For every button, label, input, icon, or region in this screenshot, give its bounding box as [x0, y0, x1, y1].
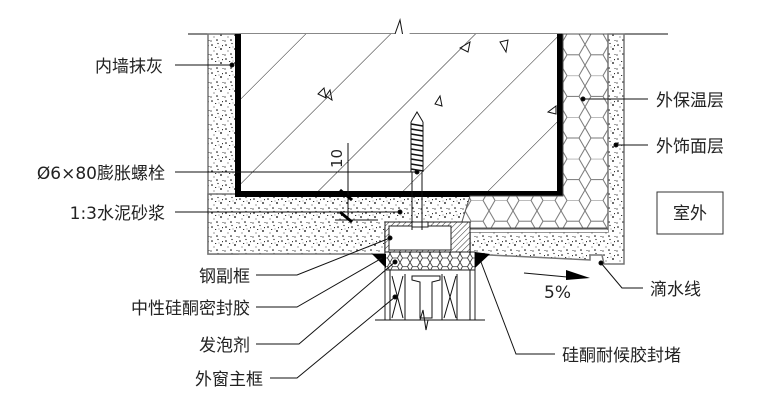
leader-lines-right: [480, 96, 648, 355]
sill-mortar: [470, 230, 608, 232]
label-cement-mortar: 1:3水泥砂浆: [70, 204, 165, 224]
leader-lines-left: [175, 62, 420, 379]
neutral-silicone-sealant: [372, 254, 386, 268]
label-inner-plaster: 内墙抹灰: [95, 57, 163, 77]
label-ext-finish: 外饰面层: [656, 137, 724, 157]
concrete-outline: [235, 34, 563, 197]
outdoor-tag-text: 室外: [673, 204, 707, 224]
foam-layer: [384, 251, 476, 271]
outdoor-tag: 室外: [656, 191, 724, 235]
window-main-frame: [375, 269, 485, 331]
label-weather-sealant: 硅酮耐候胶封堵: [562, 346, 681, 366]
concrete-wall: [238, 34, 560, 194]
slope-text: 5%: [544, 283, 571, 303]
dimension-text: 10: [328, 149, 346, 168]
label-window-main-frame: 外窗主框: [195, 370, 263, 390]
label-neutral-silicone: 中性硅酮密封胶: [131, 299, 250, 319]
label-drip-line: 滴水线: [650, 280, 701, 300]
concrete-aggregate-marks: [317, 39, 557, 115]
label-foam-agent: 发泡剂: [199, 336, 250, 356]
dimension-marker: 10: [328, 143, 378, 224]
label-steel-subframe: 钢副框: [199, 267, 250, 287]
weather-sealant: [475, 252, 490, 268]
label-expansion-bolt: Ø6×80膨胀螺栓: [37, 164, 165, 184]
expansion-bolt-shape: [410, 111, 424, 230]
subframe-notch: [411, 221, 429, 228]
steel-subframe-hollow: [388, 225, 452, 251]
label-ext-insulation: 外保温层: [656, 91, 724, 111]
slope-arrow: 5%: [523, 270, 590, 303]
